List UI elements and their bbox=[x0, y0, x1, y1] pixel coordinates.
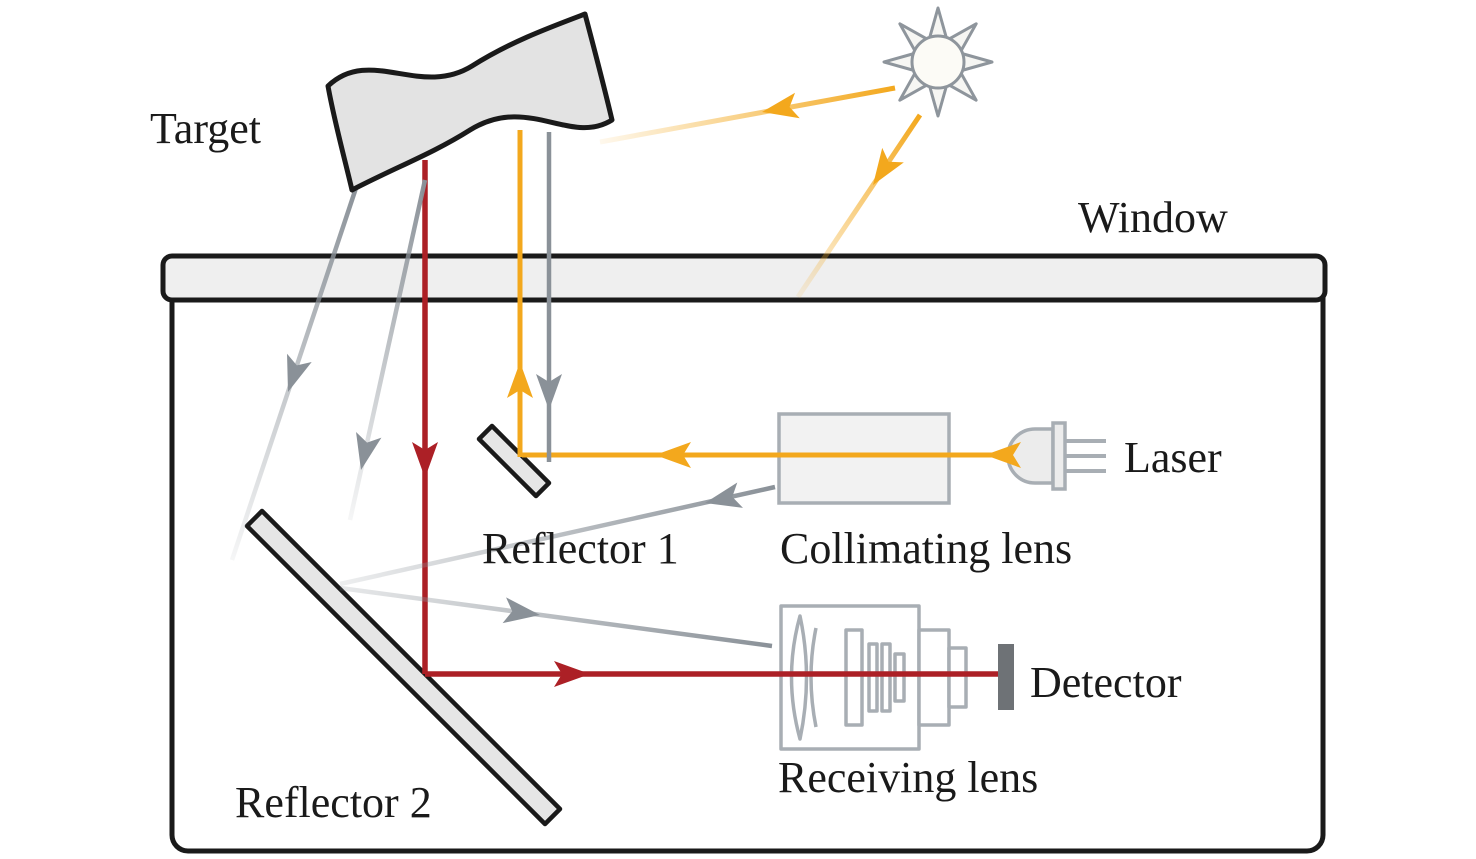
laser-diode-flange bbox=[1051, 421, 1067, 491]
receiving-lens-barrel bbox=[917, 628, 951, 727]
reflector-1-mirror bbox=[476, 423, 552, 499]
arrowhead-target-scatter-a bbox=[287, 353, 312, 392]
arrowhead-collimator-to-reflector2 bbox=[705, 482, 743, 508]
arrowhead-target-scatter-b bbox=[356, 432, 382, 470]
receiving-lens-element bbox=[867, 642, 879, 713]
arrowhead-reflector2-to-receiving-lens bbox=[502, 597, 540, 624]
collimating-lens-box bbox=[777, 412, 951, 505]
receiving-lens-element bbox=[844, 628, 864, 727]
detector-bar bbox=[998, 644, 1014, 710]
arrowhead-sun-ray-to-window bbox=[873, 147, 904, 185]
label-laser: Laser bbox=[1124, 433, 1222, 482]
label-receiving-lens: Receiving lens bbox=[778, 753, 1038, 802]
sun-ray-to-window bbox=[795, 113, 923, 299]
arrowhead-window-reflection bbox=[536, 374, 562, 410]
receiving-lens-inner-surface bbox=[809, 627, 818, 728]
reflector-2-mirror bbox=[244, 508, 563, 827]
laser-diode-can bbox=[1006, 427, 1055, 485]
arrowhead-laser-to-collimator bbox=[985, 442, 1021, 468]
receiving-lens-element bbox=[880, 642, 892, 713]
arrowhead-collimator-to-reflector1 bbox=[655, 442, 691, 468]
receiving-lens-front-element bbox=[789, 614, 809, 741]
target-shape bbox=[325, 11, 615, 193]
label-reflector-1: Reflector 1 bbox=[482, 524, 679, 573]
arrowhead-target-to-reflector2 bbox=[412, 442, 438, 478]
label-reflector-2: Reflector 2 bbox=[235, 778, 432, 827]
sun-icon bbox=[882, 6, 994, 118]
label-window: Window bbox=[1078, 193, 1228, 242]
sun-ray-to-target bbox=[599, 85, 896, 145]
receiving-lens-barrel-tip bbox=[947, 646, 968, 709]
window-bar bbox=[160, 253, 1328, 303]
label-detector: Detector bbox=[1030, 658, 1182, 707]
sun-disc bbox=[910, 34, 966, 90]
label-collimating-lens: Collimating lens bbox=[780, 524, 1072, 573]
stray-ray-reflector2-to-receiving-lens bbox=[339, 585, 773, 649]
arrowhead-reflector2-to-detector bbox=[554, 661, 590, 687]
receiving-lens-element bbox=[893, 652, 906, 703]
label-target: Target bbox=[150, 104, 261, 153]
arrowhead-reflector1-to-target bbox=[507, 362, 533, 398]
receiving-lens-assembly bbox=[779, 604, 968, 751]
laser-diode-icon bbox=[1006, 421, 1106, 491]
arrowhead-sun-ray-to-target bbox=[762, 92, 800, 119]
stray-ray-collimator-to-reflector2 bbox=[339, 484, 776, 587]
enclosure-box bbox=[169, 277, 1326, 854]
